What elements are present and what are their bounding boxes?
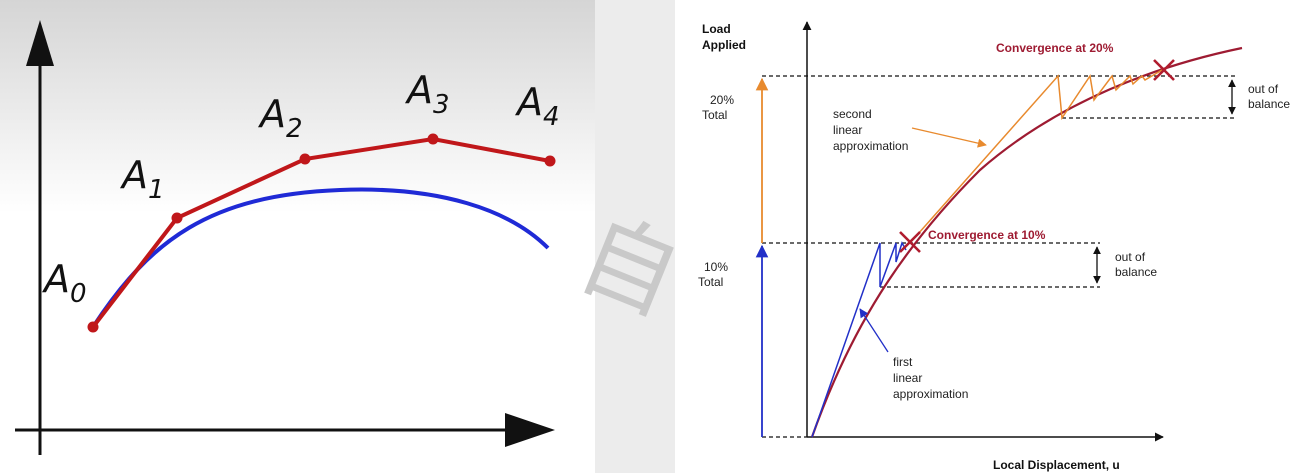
left-panel: A0 A1 A2 A3 A4: [0, 0, 595, 473]
point-a1: [171, 212, 183, 224]
point-a4: [544, 155, 556, 167]
point-a0: [87, 321, 99, 333]
convergence-20-label: Convergence at 20%: [996, 41, 1114, 55]
label-a3: A3: [404, 68, 450, 120]
level-20-label: 20%Total: [702, 93, 734, 122]
label-a1: A1: [119, 153, 165, 205]
point-a2: [299, 153, 311, 165]
x-axis-label: Local Displacement, u: [993, 458, 1120, 472]
label-a4: A4: [514, 80, 560, 132]
left-x-arrowhead: [505, 413, 555, 447]
first-approx-leader: [859, 308, 889, 353]
convergence-10-label: Convergence at 10%: [928, 228, 1046, 242]
response-curve: [810, 46, 1243, 438]
left-y-arrowhead: [26, 20, 54, 66]
dashed-guides: [762, 75, 1237, 438]
label-a2: A2: [257, 92, 303, 144]
point-a3: [427, 133, 439, 145]
level-10-label: 10%Total: [698, 260, 728, 289]
left-background: [0, 0, 595, 473]
second-linear-zigzag: [909, 69, 1163, 244]
label-a0: A0: [41, 257, 87, 309]
convergence-20-marker: [1153, 59, 1175, 81]
convergence-10-marker: [899, 231, 921, 253]
first-linear-zigzag: [811, 241, 907, 438]
second-approx-leader: [911, 127, 987, 148]
right-background: [675, 0, 1303, 473]
divider-background: [595, 0, 675, 473]
